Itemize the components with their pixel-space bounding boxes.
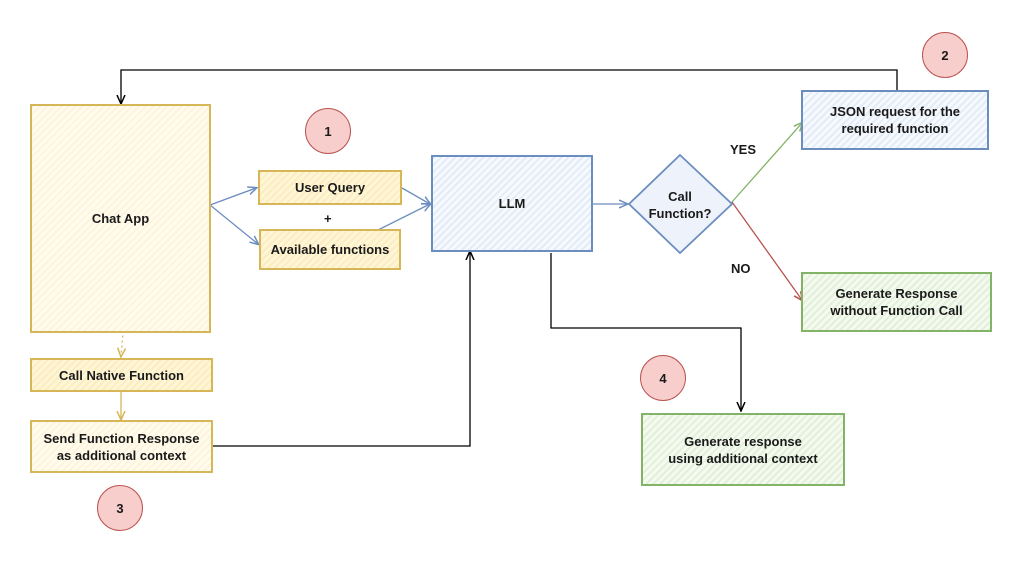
user-query-box: User Query <box>258 170 402 205</box>
yes-label: YES <box>730 142 757 157</box>
step-badge-1: 1 <box>305 108 351 154</box>
json-request-box: JSON request for the required function <box>801 90 989 150</box>
edge-chat-to-functions <box>209 204 258 244</box>
available-functions-box: Available functions <box>259 229 401 270</box>
llm-box: LLM <box>431 155 593 252</box>
step-badge-2: 2 <box>922 32 968 78</box>
step-badge-4: 4 <box>640 355 686 401</box>
edge-llm-to-generate <box>550 253 741 410</box>
edge-no <box>731 201 802 300</box>
generate-context-box: Generate response using additional conte… <box>641 413 845 486</box>
edge-query-to-llm <box>401 187 430 204</box>
edge-json-to-chat <box>121 69 898 103</box>
generate-no-call-box: Generate Response without Function Call <box>801 272 992 332</box>
no-label: NO <box>731 261 751 276</box>
plus-sign: + <box>324 211 332 226</box>
edge-functions-to-llm <box>377 204 430 231</box>
edge-chat-to-query <box>209 188 256 206</box>
call-function-label: Call Function? <box>648 189 712 221</box>
chat-app-box: Chat App <box>30 104 211 333</box>
edge-send-to-llm <box>213 252 470 447</box>
decision-diamond <box>627 153 734 255</box>
edge-yes <box>731 123 802 203</box>
call-native-function-box: Call Native Function <box>30 358 213 392</box>
send-function-response-box: Send Function Response as additional con… <box>30 420 213 473</box>
step-badge-3: 3 <box>97 485 143 531</box>
